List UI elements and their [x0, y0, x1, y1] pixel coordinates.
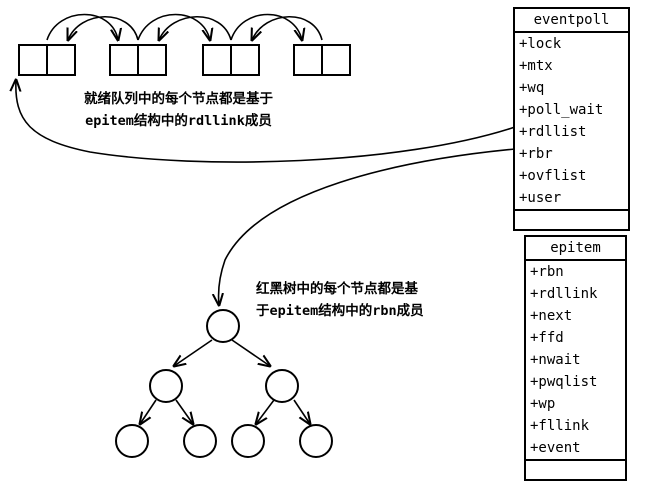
- ready-queue-caption: 就绪队列中的每个节点都是基于 epitem结构中的rdllink成员: [84, 88, 273, 132]
- field-ovflist: +ovflist: [519, 168, 587, 184]
- field-rdllist: +rdllist: [519, 124, 587, 140]
- tree-node-leaf-1: [115, 424, 149, 458]
- epitem-methods: [526, 459, 625, 479]
- field-pwqlist: +pwqlist: [530, 374, 598, 390]
- field-rbn: +rbn: [530, 264, 564, 280]
- epitem-box: epitem +rbn +rdllink +next +ffd +nwait +…: [524, 235, 627, 481]
- rbtree-caption-line1: 红黑树中的每个节点都是基: [256, 281, 418, 297]
- field-wp: +wp: [530, 396, 556, 412]
- eventpoll-fields: +lock +mtx +wq +poll_wait +rdllist +rbr …: [515, 33, 628, 209]
- eventpoll-methods: [515, 209, 628, 229]
- field-rbr: +rbr: [519, 146, 553, 162]
- field-ffd: +ffd: [530, 330, 564, 346]
- field-lock: +lock: [519, 36, 562, 52]
- tree-node-right: [265, 369, 299, 403]
- tree-node-leaf-3: [231, 424, 265, 458]
- epitem-title: epitem: [526, 237, 625, 261]
- epitem-fields: +rbn +rdllink +next +ffd +nwait +pwqlist…: [526, 261, 625, 459]
- rbtree-caption: 红黑树中的每个节点都是基 于epitem结构中的rbn成员: [256, 278, 424, 322]
- field-event: +event: [530, 440, 581, 456]
- eventpoll-box: eventpoll +lock +mtx +wq +poll_wait +rdl…: [513, 7, 630, 231]
- tree-node-leaf-2: [183, 424, 217, 458]
- ready-queue-list: [18, 44, 351, 76]
- ready-queue-caption-line1: 就绪队列中的每个节点都是基于: [84, 91, 273, 107]
- rdllist-arrow: [16, 80, 516, 163]
- tree-node-left: [149, 369, 183, 403]
- field-mtx: +mtx: [519, 58, 553, 74]
- field-wq: +wq: [519, 80, 545, 96]
- tree-node-root: [206, 309, 240, 343]
- field-fllink: +fllink: [530, 418, 590, 434]
- field-nwait: +nwait: [530, 352, 581, 368]
- field-next: +next: [530, 308, 573, 324]
- field-user: +user: [519, 190, 562, 206]
- tree-node-leaf-4: [299, 424, 333, 458]
- eventpoll-title: eventpoll: [515, 9, 628, 33]
- red-black-tree: [115, 309, 333, 458]
- list-link-arrows: [46, 13, 323, 41]
- field-poll-wait: +poll_wait: [519, 102, 604, 118]
- rbr-arrow: [219, 148, 516, 305]
- ready-queue-caption-line2: epitem结构中的rdllink成员: [85, 113, 272, 129]
- rbtree-caption-line2: 于epitem结构中的rbn成员: [256, 303, 424, 319]
- field-rdllink: +rdllink: [530, 286, 598, 302]
